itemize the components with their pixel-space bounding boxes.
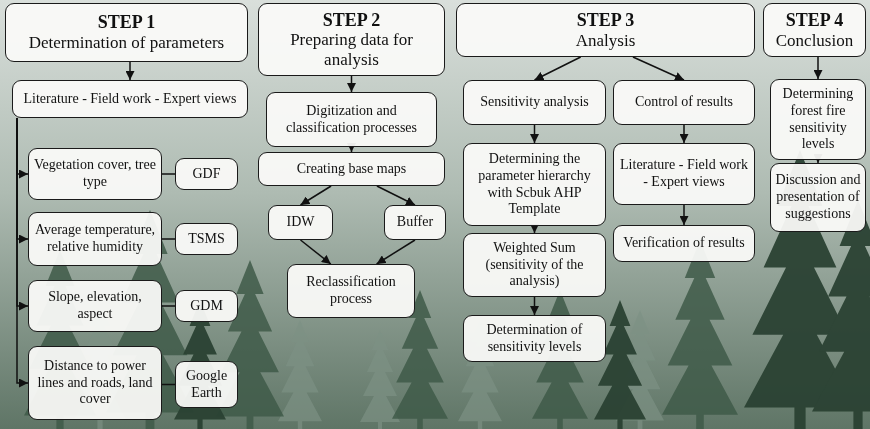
connector-arrow [534,125,536,143]
tree-silhouette [662,240,738,429]
box-label: Slope, elevation, aspect [33,289,157,323]
box-label: Google Earth [180,368,233,402]
step-header: STEP 1Determination of parameters [5,3,248,62]
connector-arrow [377,186,415,205]
box-label: Determination of sensitivity levels [468,322,601,356]
connector-arrow [17,118,28,306]
process-box: Weighted Sum (sensitivity of the analysi… [463,233,606,297]
box-label: Control of results [618,94,750,111]
process-box: Sensitivity analysis [463,80,606,125]
connector-arrow [534,226,536,233]
connector-arrow [817,57,819,79]
connector-arrow [633,57,684,80]
process-box: Determination of sensitivity levels [463,315,606,362]
process-box: Verification of results [613,225,755,262]
process-box: Slope, elevation, aspect [28,280,162,332]
step-title: STEP 2 [263,10,440,31]
box-label: Distance to power lines and roads, land … [33,358,157,408]
tree-silhouette [812,200,870,429]
step-header: STEP 3Analysis [456,3,755,57]
box-label: Sensitivity analysis [468,94,601,111]
process-box: GDM [175,290,238,322]
connector-arrow [683,205,685,225]
step-subtitle: Analysis [461,31,750,51]
box-label: Literature - Field work - Expert views [618,157,750,191]
connector-arrow [535,57,581,80]
box-label: Buffer [389,214,441,231]
process-box: Digitization and classification processe… [266,92,437,147]
step-title: STEP 1 [10,12,243,33]
connector-arrow [129,62,131,80]
box-label: Reclassification process [292,274,410,308]
connector-arrow [683,125,685,143]
step-title: STEP 3 [461,10,750,31]
box-label: Digitization and classification processe… [271,103,432,137]
connector-arrow [351,76,353,92]
process-box: Reclassification process [287,264,415,318]
process-box: IDW [268,205,333,240]
tree-silhouette [278,320,322,429]
connector-arrow [162,173,175,175]
process-box: Vegetation cover, tree type [28,148,162,200]
box-label: Vegetation cover, tree type [33,157,157,191]
process-box: Buffer [384,205,446,240]
box-label: Weighted Sum (sensitivity of the analysi… [468,240,601,290]
step-title: STEP 4 [768,10,861,31]
connector-arrow [162,305,175,307]
connector-arrow [377,240,415,264]
step-subtitle: Determination of parameters [10,33,243,53]
box-label: Average temperature, relative humidity [33,222,157,256]
step-subtitle: Conclusion [768,31,861,51]
process-box: TSMS [175,223,238,255]
process-box: Determining the parameter hierarchy with… [463,143,606,226]
process-box: Distance to power lines and roads, land … [28,346,162,420]
tree-silhouette [360,330,400,429]
box-label: TSMS [180,231,233,248]
connector-arrow [17,118,28,174]
connector-arrow [162,384,175,386]
process-box: Creating base maps [258,152,445,186]
step-header: STEP 4Conclusion [763,3,866,57]
process-box: Determining forest fire sensitivity leve… [770,79,866,160]
connector-arrow [17,118,28,239]
step-header: STEP 2Preparing data for analysis [258,3,445,76]
process-box: GDF [175,158,238,190]
box-label: GDF [180,166,233,183]
connector-arrow [301,240,331,264]
connector-arrow [17,118,28,383]
process-box: Google Earth [175,361,238,408]
process-box: Literature - Field work - Expert views [613,143,755,205]
process-box: Average temperature, relative humidity [28,212,162,266]
process-box: Discussion and presentation of suggestio… [770,163,866,232]
process-box: Literature - Field work - Expert views [12,80,248,118]
connector-arrow [534,297,536,315]
process-box: Control of results [613,80,755,125]
box-label: Determining forest fire sensitivity leve… [775,86,861,153]
connector-arrow [162,238,175,240]
box-label: Verification of results [618,235,750,252]
connector-arrow [301,186,332,205]
box-label: Creating base maps [263,161,440,178]
box-label: IDW [273,214,328,231]
box-label: Discussion and presentation of suggestio… [775,172,861,222]
box-label: GDM [180,298,233,315]
box-label: Literature - Field work - Expert views [17,91,243,108]
step-subtitle: Preparing data for analysis [263,30,440,69]
box-label: Determining the parameter hierarchy with… [468,151,601,218]
